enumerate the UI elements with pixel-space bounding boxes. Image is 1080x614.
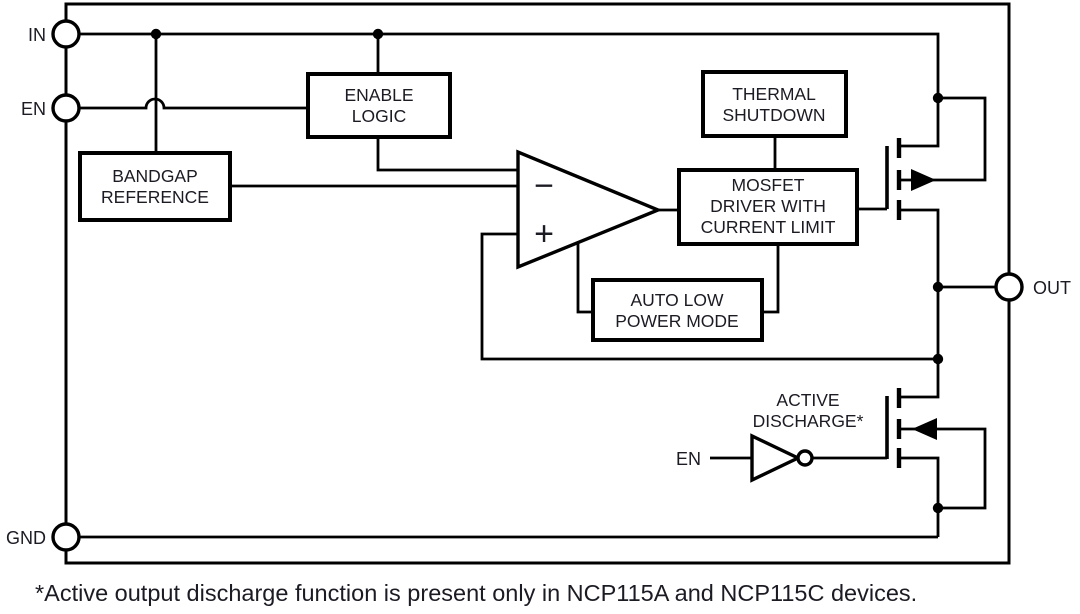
active-discharge-label: DISCHARGE* (753, 411, 864, 431)
bandgap-reference-label: REFERENCE (101, 187, 209, 207)
auto-low-power-label: AUTO LOW (630, 290, 724, 310)
junction-dot (150, 28, 162, 40)
inverter-bubble-icon (796, 449, 814, 467)
en-pin-label: EN (21, 99, 46, 119)
wire-discharge-source (901, 456, 940, 537)
enable-logic-label: LOGIC (352, 106, 406, 126)
en-pin (51, 93, 81, 123)
inverter-symbol (750, 433, 802, 483)
wire-output-vertical (901, 208, 940, 399)
junction-dot (932, 92, 944, 104)
mosfet-driver-label: MOSFET (732, 175, 805, 195)
pass-fet-body-arrow-icon (911, 169, 936, 191)
mosfet-driver-label: CURRENT LIMIT (701, 217, 836, 237)
wire-feedback-to-amp-plus (480, 232, 938, 361)
thermal-shutdown-label: SHUTDOWN (722, 105, 825, 125)
thermal-shutdown-block (701, 70, 848, 138)
gnd-pin-label: GND (6, 528, 46, 548)
discharge-fet-body-arrow-icon (912, 418, 937, 440)
mosfet-driver-label: DRIVER WITH (710, 196, 826, 216)
error-amplifier-symbol (516, 149, 663, 270)
mosfet-driver-block (677, 168, 859, 246)
thermal-shutdown-label: THERMAL (732, 84, 816, 104)
amp-plus-input-label: + (534, 215, 554, 253)
wire-discharge-body-loop (901, 427, 987, 510)
footnote-text: *Active output discharge function is pre… (35, 580, 917, 606)
bandgap-reference-label: BANDGAP (112, 166, 198, 186)
wire-alpm-to-amp (576, 242, 593, 314)
bandgap-reference-block (78, 151, 232, 222)
junction-dot (932, 353, 944, 365)
chip-outline (64, 2, 1011, 565)
junction-dot (932, 281, 944, 293)
enable-logic-block (306, 72, 452, 139)
wire-en-line-with-hop (79, 97, 308, 110)
out-pin-label: OUT (1033, 278, 1071, 298)
wire-driver-to-alpm (762, 244, 780, 314)
out-pin (994, 272, 1024, 302)
amp-minus-input-label: − (534, 167, 554, 205)
active-discharge-label: ACTIVE (776, 390, 839, 410)
auto-low-power-mode-block (591, 278, 764, 342)
in-pin-label: IN (28, 25, 46, 45)
wire-in-rail (79, 32, 940, 148)
wire-enable-to-amp (376, 137, 518, 172)
junction-dot (372, 28, 384, 40)
wire-pass-fet-body-loop (901, 96, 987, 182)
junction-dot (932, 502, 944, 514)
enable-logic-label: ENABLE (344, 85, 413, 105)
inverter-en-label: EN (676, 449, 701, 469)
auto-low-power-label: POWER MODE (615, 311, 738, 331)
in-pin (51, 19, 81, 49)
gnd-pin (51, 522, 81, 552)
